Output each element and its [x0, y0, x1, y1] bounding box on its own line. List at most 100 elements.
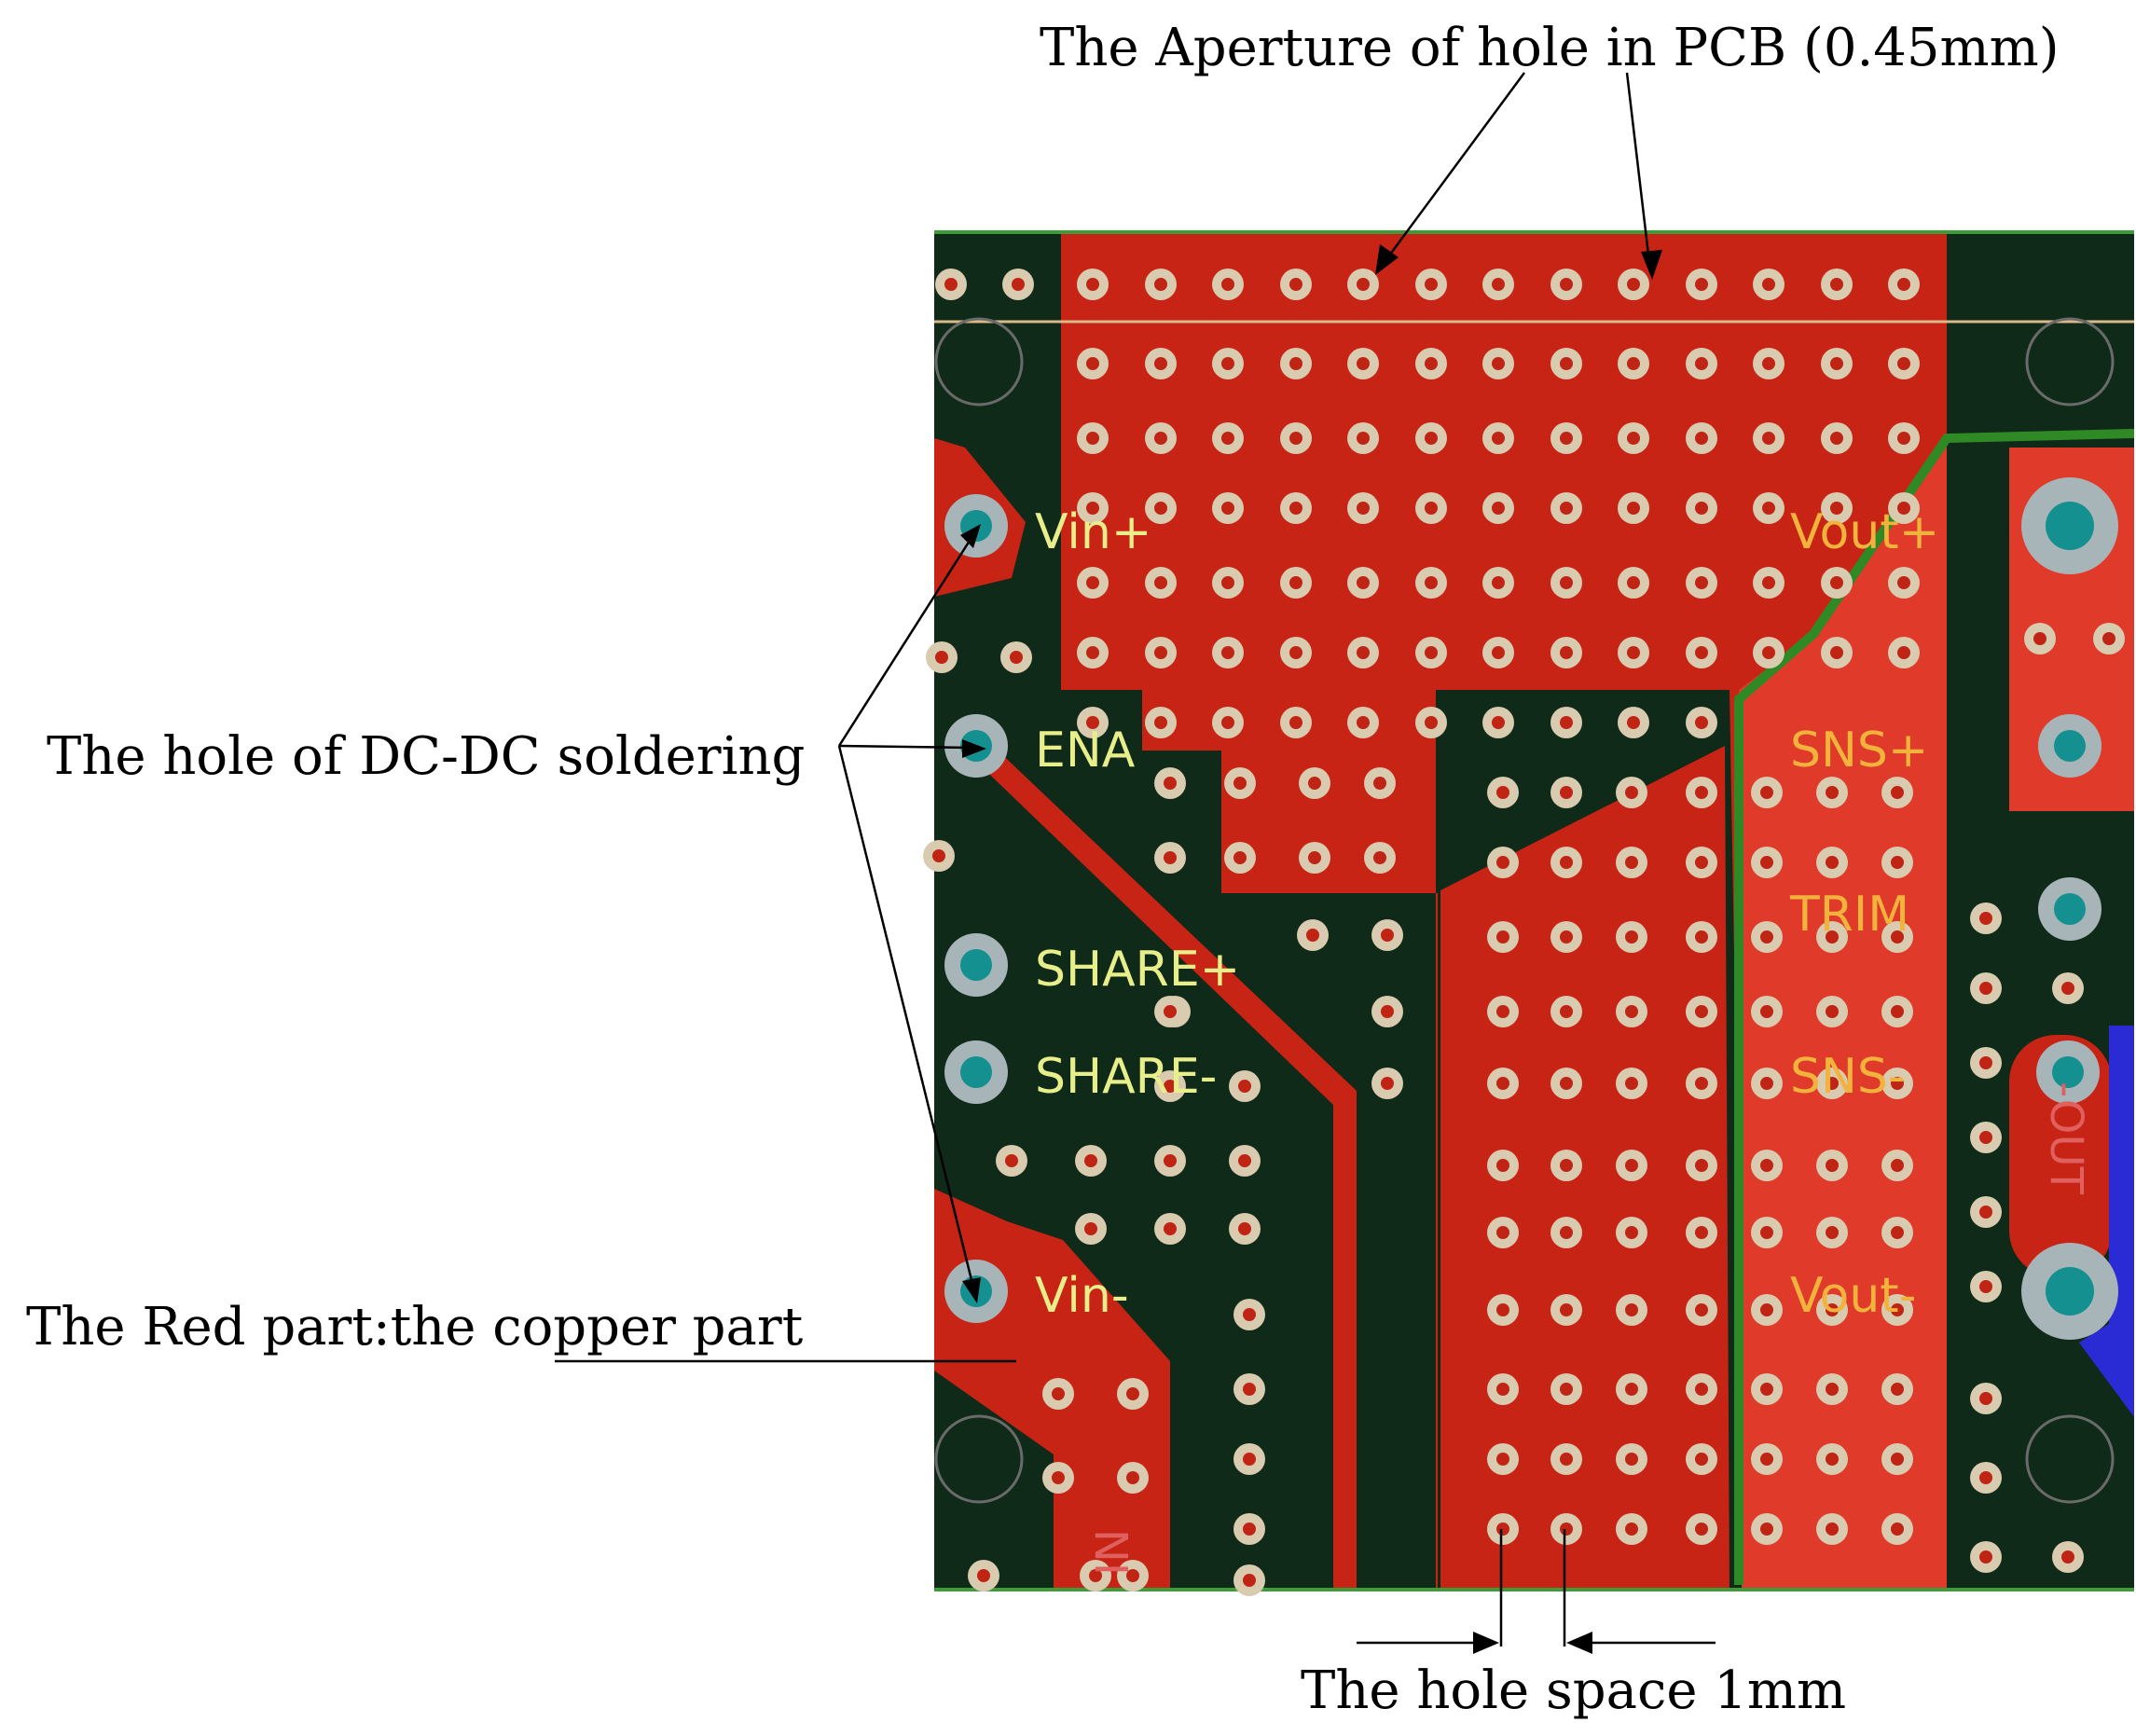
pcb-hole	[1970, 1462, 2002, 1494]
pcb-hole	[1686, 996, 1717, 1027]
leader-aperture-1	[1380, 72, 1526, 267]
pcb-hole	[1347, 707, 1379, 738]
pcb-hole	[1145, 422, 1177, 454]
pcb-hole	[1002, 269, 1034, 300]
pcb-hole	[1224, 842, 1256, 874]
pcb-hole	[1154, 1070, 1186, 1102]
dcdc-pad-vin-plus	[944, 494, 1008, 558]
copper-ena-trace	[970, 746, 1357, 1591]
arrowhead-aperture-1	[1375, 244, 1399, 275]
pcb-hole	[1550, 847, 1582, 878]
pcb-hole	[1280, 348, 1312, 379]
pcb-hole	[1881, 777, 1913, 808]
pcb-hole	[1888, 567, 1920, 599]
pin-label-vin-minus: Vin-	[1035, 1268, 1129, 1324]
pcb-hole	[1816, 777, 1848, 808]
pcb-hole	[1077, 348, 1109, 379]
pcb-hole	[1145, 269, 1177, 300]
blue-accent	[2079, 1026, 2134, 1417]
leader-dcdc-vin-plus	[837, 532, 976, 747]
pcb-hole	[1816, 1443, 1848, 1475]
pcb-hole	[935, 269, 967, 300]
pcb-hole	[1821, 422, 1853, 454]
silkscreen-in: IN	[1087, 1529, 1139, 1576]
pcb-hole	[1297, 919, 1329, 951]
pcb-hole	[1751, 1513, 1783, 1545]
leader-aperture-2	[1625, 72, 1652, 271]
pcb-hole	[1616, 996, 1647, 1027]
pcb-hole	[1616, 777, 1647, 808]
pcb-hole	[1145, 492, 1177, 524]
pcb-hole	[1686, 847, 1717, 878]
pcb-hole	[1550, 996, 1582, 1027]
pcb-hole	[1686, 1513, 1717, 1545]
pcb-hole	[1888, 637, 1920, 668]
pcb-hole	[926, 641, 958, 673]
hole-grid	[923, 269, 2125, 1596]
pcb-hole	[1970, 1271, 2002, 1302]
arrowhead-dcdc-vin-plus	[960, 524, 981, 548]
pcb-hole	[1371, 919, 1403, 951]
pcb-hole	[1550, 637, 1582, 668]
arrowhead-dcdc-vin-minus	[962, 1277, 981, 1303]
pcb-hole	[1881, 921, 1913, 953]
pcb-hole	[1821, 567, 1853, 599]
pcb-hole	[1616, 1217, 1647, 1248]
pcb-hole	[1686, 348, 1717, 379]
pcb-hole	[1550, 567, 1582, 599]
arrowhead-dcdc-ena	[962, 739, 986, 758]
pcb-hole	[1751, 921, 1783, 953]
pcb-hole	[1616, 1373, 1647, 1405]
pcb-hole	[1751, 1294, 1783, 1326]
pcb-hole	[1154, 767, 1186, 799]
pcb-hole	[1753, 567, 1785, 599]
pcb-hole	[923, 840, 955, 872]
pcb-hole	[1550, 492, 1582, 524]
pcb-hole	[1816, 847, 1848, 878]
pcb-hole	[1415, 567, 1447, 599]
pcb-hole	[2093, 623, 2125, 654]
arrowhead-space-right	[1566, 1632, 1592, 1654]
copper-pour-main	[1061, 233, 1947, 1591]
pin-label-share-plus: SHARE+	[1035, 942, 1240, 998]
pcb-hole	[1000, 641, 1032, 673]
pcb-hole	[1970, 1541, 2002, 1573]
pcb-hole	[1751, 1373, 1783, 1405]
leader-dcdc-ena	[838, 744, 975, 750]
pcb-hole	[1686, 1294, 1717, 1326]
pcb-hole	[1686, 269, 1717, 300]
mounting-hole-tr	[2025, 317, 2115, 406]
pcb-hole	[1077, 567, 1109, 599]
pcb-hole	[2024, 623, 2056, 654]
pcb-hole	[1616, 1150, 1647, 1181]
pcb-hole	[1415, 707, 1447, 738]
pcb-hole	[1686, 1373, 1717, 1405]
pcb-hole	[1550, 1068, 1582, 1099]
pin-label-share-minus: SHARE-	[1035, 1049, 1217, 1105]
pcb-hole	[1881, 1373, 1913, 1405]
pcb-hole	[996, 1145, 1027, 1177]
pcb-hole	[1482, 567, 1514, 599]
pcb-hole	[1888, 348, 1920, 379]
pcb-hole	[1550, 1150, 1582, 1181]
pcb-hole	[1816, 1513, 1848, 1545]
pcb-hole	[1751, 1150, 1783, 1181]
pcb-hole	[1415, 348, 1447, 379]
pcb-hole	[1816, 1150, 1848, 1181]
pcb-hole	[2052, 1541, 2084, 1573]
pcb-hole	[1816, 1217, 1848, 1248]
pcb-hole	[1970, 1383, 2002, 1414]
pcb-hole	[1816, 1373, 1848, 1405]
pcb-hole	[1229, 1213, 1261, 1245]
dcdc-pad-sns-plus	[2038, 714, 2102, 778]
pcb-hole	[1229, 1070, 1261, 1102]
pcb-hole	[1154, 1145, 1186, 1177]
pin-label-vout-minus: Vout-	[1790, 1268, 1916, 1324]
pcb-hole	[1145, 348, 1177, 379]
pcb-hole	[1117, 1378, 1149, 1410]
pcb-hole	[1888, 422, 1920, 454]
pcb-hole	[1154, 842, 1186, 874]
pcb-hole	[1753, 637, 1785, 668]
pcb-hole	[1753, 269, 1785, 300]
pcb-hole	[1482, 707, 1514, 738]
